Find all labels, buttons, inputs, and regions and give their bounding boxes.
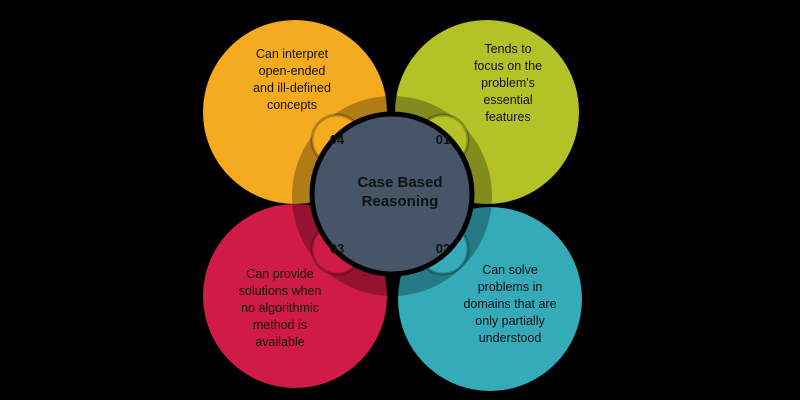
center-circle	[309, 111, 475, 277]
petal-03-number: 03	[329, 241, 345, 256]
petal-01-number: 01	[435, 132, 451, 147]
petal-02-number: 02	[435, 241, 451, 256]
center-title: Case Based Reasoning	[357, 174, 443, 210]
petal-04-number: 04	[329, 132, 345, 147]
petal-04-text: Can interpret open-ended and ill-defined…	[253, 47, 331, 112]
petal-02-text: Can solve problems in domains that are o…	[463, 263, 557, 345]
petal-03-text: Can provide solutions when no algorithmi…	[238, 267, 322, 349]
petal-01-text: Tends to focus on the problem's essentia…	[473, 42, 543, 124]
